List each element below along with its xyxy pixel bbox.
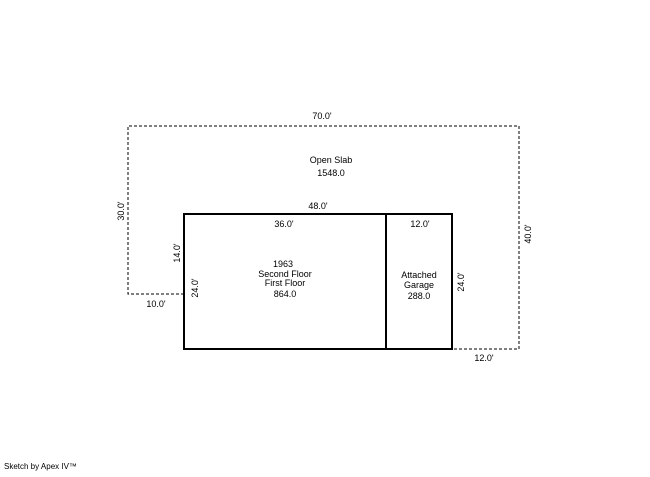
open-slab-area: 1548.0 <box>317 168 345 178</box>
house-top-inner-dim: 36.0' <box>274 219 294 229</box>
open-slab-left-dim: 30.0' <box>116 201 126 221</box>
footer-credit: Sketch by Apex IV™ <box>4 462 77 471</box>
garage-name-2: Garage <box>404 280 434 290</box>
open-slab-outline <box>127 125 520 350</box>
house-floor-2: First Floor <box>265 278 306 288</box>
open-slab-bottom-right-dim: 12.0' <box>474 353 494 363</box>
house-left-outer-dim: 14.0' <box>172 243 182 263</box>
garage-top-dim: 12.0' <box>410 219 430 229</box>
house-floor-1: Second Floor <box>258 269 312 279</box>
garage-right-dim: 24.0' <box>456 272 466 292</box>
open-slab-right-dim: 40.0' <box>523 224 533 244</box>
house-area: 864.0 <box>274 289 297 299</box>
garage-area: 288.0 <box>408 291 431 301</box>
open-slab-top-dim: 70.0' <box>312 111 332 121</box>
house-top-outer-dim: 48.0' <box>308 201 328 211</box>
garage-outline <box>385 213 453 350</box>
open-slab-bottom-left-dim: 10.0' <box>146 299 166 309</box>
open-slab-name: Open Slab <box>310 155 353 165</box>
garage-name-1: Attached <box>401 270 437 280</box>
house-year: 1963 <box>273 259 293 269</box>
house-left-inner-dim: 24.0' <box>190 278 200 298</box>
